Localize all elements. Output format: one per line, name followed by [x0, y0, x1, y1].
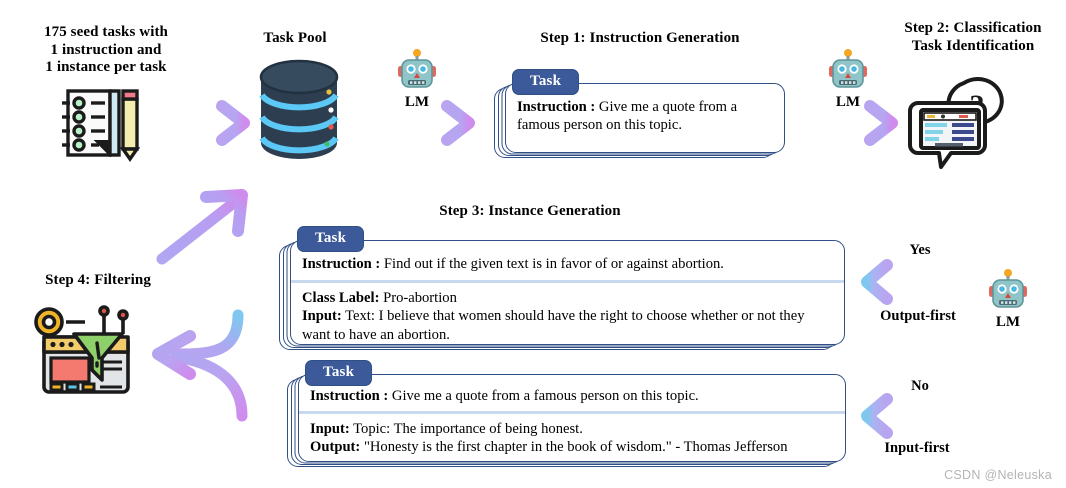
branch-label-input-first: Input-first: [884, 440, 950, 456]
instruction-label: Instruction :: [517, 99, 596, 115]
notebook-pencil-icon: [55, 85, 141, 163]
step1-instruction-row: Instruction : Give me a quote from a fam…: [506, 84, 784, 140]
step3b-instruction-row: Instruction : Give me a quote from a fam…: [299, 375, 845, 411]
branch-label-output-first: Output-first: [880, 308, 956, 324]
step4-title: Step 4: Filtering: [45, 272, 151, 288]
step3b-input-row: Input: Topic: The importance of being ho…: [310, 420, 834, 438]
output-value: "Honesty is the first chapter in the boo…: [363, 439, 788, 456]
lm-label-1: LM: [404, 94, 430, 110]
step3-task-card-generation[interactable]: Instruction : Give me a quote from a fam…: [287, 360, 846, 467]
seed-tasks-title: 175 seed tasks with 1 instruction and 1 …: [8, 24, 204, 77]
instruction-text: Find out if the given text is in favor o…: [383, 256, 724, 272]
seed-tasks-title-line2: 1 instruction and: [50, 41, 162, 58]
card-body: Instruction : Find out if the given text…: [290, 240, 845, 345]
task-badge: Task: [297, 226, 365, 252]
step3-title: Step 3: Instance Generation: [439, 203, 621, 219]
lm-label-3: LM: [995, 314, 1021, 330]
watermark: CSDN @Neleuska: [944, 468, 1052, 482]
card-divider: [291, 280, 844, 283]
seed-tasks-title-line3: 1 instance per task: [45, 59, 167, 76]
lm-label-2: LM: [835, 94, 861, 110]
step2-title-line2: Task Identification: [911, 37, 1035, 54]
arrow-step1-to-step2: [788, 100, 898, 146]
step3a-class-label-row: Class Label: Pro-abortion: [302, 289, 833, 307]
output-label: Output:: [310, 439, 361, 456]
branch-spine-line: [950, 168, 962, 426]
arrow-yes-output-first: [861, 259, 963, 305]
branch-label-yes: Yes: [909, 242, 931, 258]
step2-title: Step 2: Classification Task Identificati…: [880, 20, 1066, 55]
step3a-instruction-row: Instruction : Find out if the given text…: [291, 241, 844, 280]
step3-task-card-classification[interactable]: Instruction : Find out if the given text…: [279, 226, 845, 350]
robot-icon: [394, 48, 440, 94]
database-cylinder-icon: [253, 55, 345, 165]
instruction-label: Instruction :: [310, 388, 389, 404]
task-pool-title: Task Pool: [263, 30, 327, 46]
robot-icon: [985, 268, 1031, 314]
step3b-body: Input: Topic: The importance of being ho…: [299, 414, 845, 461]
class-label-value: Pro-abortion: [383, 289, 457, 306]
input-value: Topic: The importance of being honest.: [353, 420, 583, 437]
input-label: Input:: [310, 420, 350, 437]
seed-tasks-title-line1: 175 seed tasks with: [44, 24, 168, 40]
step1-task-card[interactable]: Instruction : Give me a quote from a fam…: [494, 69, 785, 158]
step2-title-line1: Step 2: Classification: [904, 20, 1042, 36]
task-badge: Task: [512, 69, 580, 95]
instruction-label: Instruction :: [302, 256, 381, 272]
card-divider: [299, 411, 845, 414]
instruction-text: Give me a quote from a famous person on …: [391, 388, 699, 404]
arrow-cards-to-filtering: [152, 309, 248, 422]
instruction-text: Give me a quote from a famous person on …: [517, 99, 738, 134]
card-body: Instruction : Give me a quote from a fam…: [298, 374, 846, 462]
step3a-body: Class Label: Pro-abortion Input: Text: I…: [291, 283, 844, 344]
step3b-output-row: Output: "Honesty is the first chapter in…: [310, 438, 834, 456]
funnel-filter-icon: [30, 300, 140, 400]
step1-title: Step 1: Instruction Generation: [540, 30, 740, 46]
branch-label-no: No: [911, 378, 929, 394]
class-label-label: Class Label:: [302, 289, 380, 306]
classification-question-icon: ?: [905, 73, 1013, 173]
step3a-input-row: Input: Text: I believe that women should…: [302, 307, 833, 344]
arrow-seed-to-pool: [140, 100, 250, 146]
robot-icon: [825, 48, 871, 94]
task-badge: Task: [305, 360, 373, 386]
arrow-pool-to-step1: [365, 100, 475, 146]
arrow-no-input-first: [861, 393, 963, 439]
input-value: Text: I believe that women should have t…: [302, 308, 805, 343]
input-label: Input:: [302, 308, 342, 325]
arrow-filtering-to-pool: [156, 189, 248, 265]
